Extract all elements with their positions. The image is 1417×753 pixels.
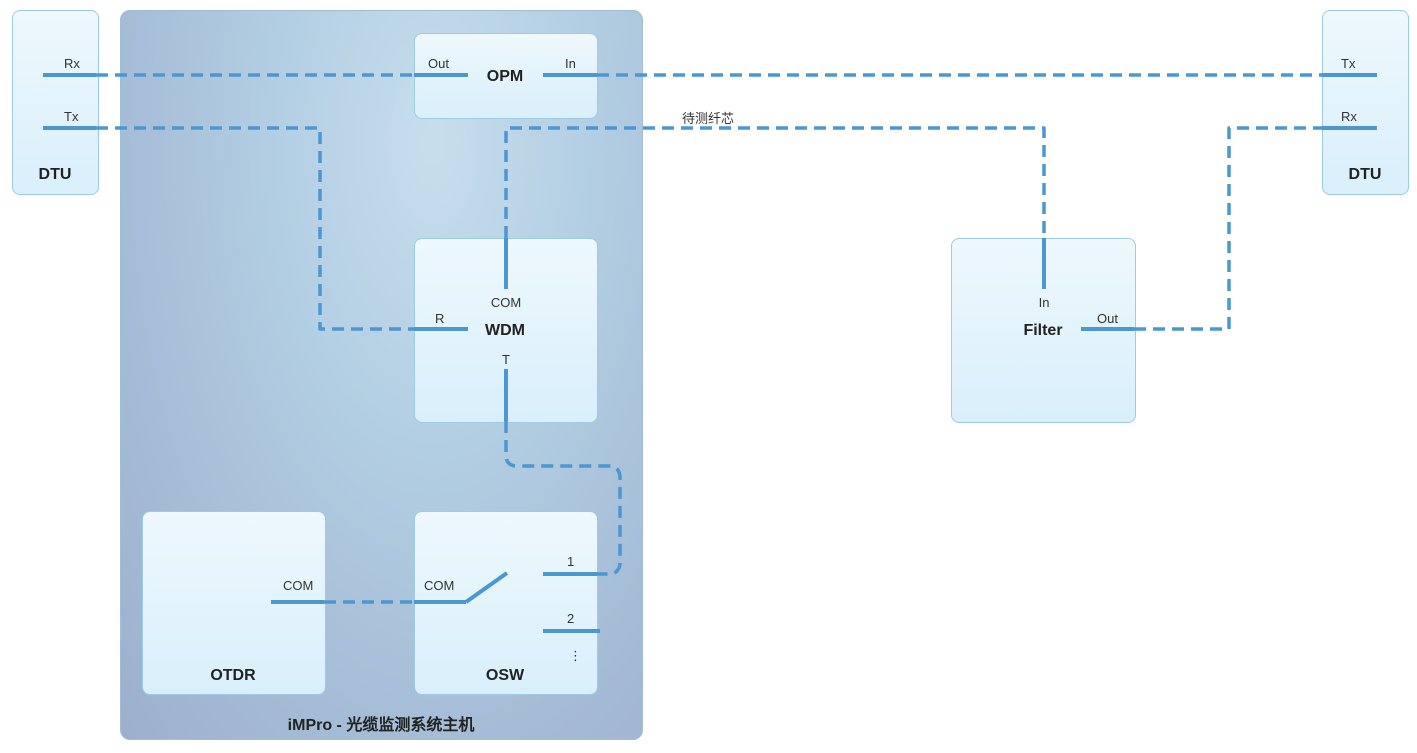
link-filter-out-to-dtu-right-rx [1134,126,1322,331]
otdr-com-label: COM [283,578,314,593]
osw-switch-arm [464,571,509,604]
fiber-links [96,73,1322,604]
wdm-com-label: COM [490,295,522,310]
dtu-left-tx-label: Tx [64,109,79,124]
dtu-right-rx-label: Rx [1341,109,1357,124]
osw-title: OSW [485,667,525,684]
filter-in-label: In [1038,295,1050,310]
dtu-right-tx-label: Tx [1341,56,1356,71]
wdm-r-label: R [435,311,445,326]
port-stubs [43,73,1377,633]
dtu-right-title: DTU [1348,166,1382,183]
osw-port-2-label: 2 [567,611,575,626]
opm-out-label: Out [428,56,449,71]
dtu-left-rx-label: Rx [64,56,80,71]
otdr-title: OTDR [210,667,256,684]
dtu-right-box [1322,10,1409,195]
fiber-under-test-label: 待测纤芯 [682,111,735,126]
filter-title: Filter [1023,322,1063,339]
link-wdm-com-to-filter-in [504,126,1046,238]
filter-out-label: Out [1097,311,1118,326]
opm-title: OPM [486,68,524,85]
osw-more-ports-label: ⋮ [569,648,582,663]
osw-port-1-label: 1 [567,554,575,569]
link-wdm-t-to-osw-port-1 [504,421,622,576]
host-caption: iMPro - 光缆监测系统主机 [287,717,475,734]
dtu-left-box [12,10,99,195]
dtu-left-title: DTU [38,166,72,183]
link-dtu-left-tx-to-wdm-r [96,126,414,331]
opm-in-label: In [565,56,576,71]
wdm-t-label: T [502,352,510,367]
wdm-title: WDM [485,322,525,339]
osw-com-label: COM [424,578,455,593]
